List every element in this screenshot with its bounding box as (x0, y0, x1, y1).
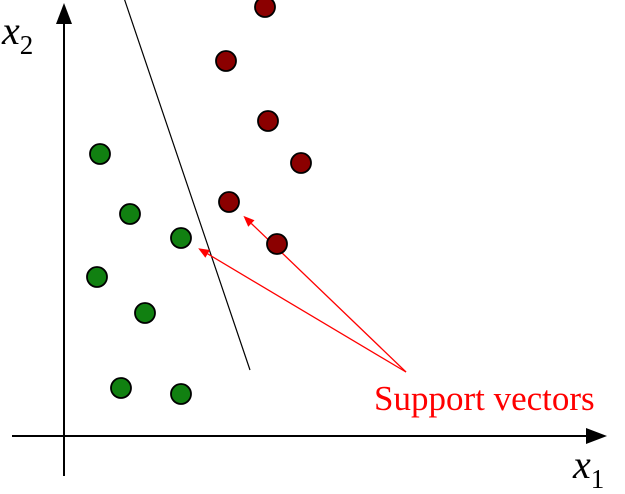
green-point-5 (110, 377, 132, 399)
red-support-vector-arrowhead (243, 215, 255, 227)
green-point-3 (86, 266, 108, 288)
y-axis-label: x2 (1, 8, 33, 60)
support-vectors-label: Support vectors (374, 379, 595, 418)
x-axis-symbol: x (572, 442, 591, 487)
red-point-3 (257, 110, 279, 132)
support-vector-pointers (198, 215, 407, 373)
y-axis-symbol: x (1, 8, 20, 53)
green-support-vector-arrowhead (198, 248, 210, 258)
x-axis-label: x1 (572, 442, 604, 494)
green-point-2 (119, 203, 141, 225)
x-axis-arrowhead (586, 428, 607, 444)
red-point-4 (290, 152, 312, 174)
y-axis-subscript: 2 (20, 30, 34, 60)
red-point-5 (266, 233, 288, 255)
red-point-2 (215, 50, 237, 72)
green-support-vector-arrow (207, 253, 407, 373)
green-point-support-vector (170, 227, 192, 249)
x-axis-subscript: 1 (591, 464, 605, 494)
green-point-1 (89, 143, 111, 165)
y-axis-arrowhead (56, 3, 72, 24)
data-points (86, 0, 312, 405)
green-point-6 (170, 383, 192, 405)
separating-line (124, 0, 251, 371)
red-point-support-vector (218, 191, 240, 213)
red-point-1 (254, 0, 276, 18)
green-point-4 (134, 302, 156, 324)
